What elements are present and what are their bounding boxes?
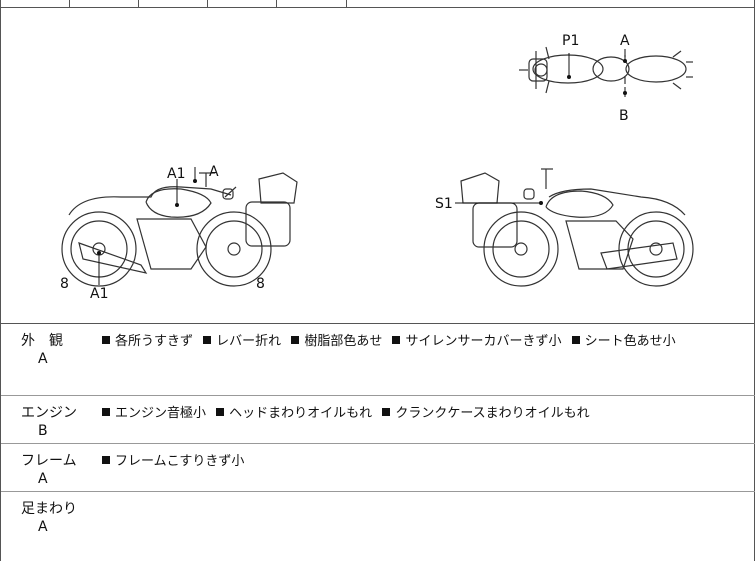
bullet-square-icon bbox=[571, 336, 580, 344]
note-item: シート色あせ小 bbox=[571, 334, 676, 349]
note-item: ヘッドまわりオイルもれ bbox=[216, 406, 372, 421]
category-label: 外 観 bbox=[21, 333, 63, 349]
label-a1-lower: A1 bbox=[90, 286, 108, 302]
category-label: エンジン bbox=[21, 405, 77, 421]
note-item: 樹脂部色あせ bbox=[291, 334, 382, 349]
bullet-square-icon bbox=[102, 408, 110, 416]
bullet-square-icon bbox=[291, 336, 300, 344]
header-table-row bbox=[1, 0, 755, 8]
label-8-front: 8 bbox=[60, 276, 69, 292]
label-a1-upper: A1 bbox=[167, 166, 185, 182]
section-suspension: 足まわり A bbox=[1, 492, 755, 561]
bullet-square-icon bbox=[382, 408, 391, 416]
grade-label: B bbox=[38, 423, 48, 439]
label-p1: P1 bbox=[562, 33, 579, 49]
bullet-square-icon bbox=[216, 408, 225, 416]
label-s1: S1 bbox=[435, 196, 453, 212]
grade-label: A bbox=[38, 471, 48, 487]
left-side-motorcycle bbox=[61, 172, 298, 287]
notes-list: エンジン音極小 ヘッドまわりオイルもれ クランクケースまわりオイルもれ bbox=[102, 402, 596, 421]
label-a-top: A bbox=[620, 33, 630, 49]
damage-diagram: P1 A B A1 A 8 A1 8 S1 bbox=[1, 7, 755, 324]
section-exterior: 外 観 A 各所うすきず レバー折れ 樹脂部色あせ サイレンサーカバーきず小 シ… bbox=[1, 324, 755, 396]
top-view-motorcycle bbox=[519, 46, 693, 94]
section-engine: エンジン B エンジン音極小 ヘッドまわりオイルもれ クランクケースまわりオイル… bbox=[1, 396, 755, 444]
grade-label: A bbox=[38, 351, 48, 367]
label-a-left: A bbox=[209, 164, 219, 180]
note-item: サイレンサーカバーきず小 bbox=[392, 334, 561, 349]
bullet-square-icon bbox=[102, 456, 110, 464]
motorcycle-diagram: P1 A B A1 A 8 A1 8 S1 bbox=[60, 33, 694, 302]
category-label: フレーム bbox=[21, 453, 77, 469]
category-label: 足まわり bbox=[21, 501, 77, 517]
note-item: 各所うすきず bbox=[102, 334, 193, 349]
bullet-square-icon bbox=[203, 336, 212, 344]
leader-lines bbox=[98, 49, 626, 285]
label-8-rear: 8 bbox=[256, 276, 265, 292]
notes-list: 各所うすきず レバー折れ 樹脂部色あせ サイレンサーカバーきず小 シート色あせ小 bbox=[102, 330, 682, 349]
section-frame: フレーム A フレームこすりきず小 bbox=[1, 444, 755, 492]
right-side-motorcycle bbox=[460, 168, 694, 287]
grade-label: A bbox=[38, 519, 48, 535]
label-b-top: B bbox=[619, 108, 629, 124]
bullet-square-icon bbox=[102, 336, 110, 344]
note-item: フレームこすりきず小 bbox=[102, 454, 244, 469]
bullet-square-icon bbox=[392, 336, 401, 344]
note-item: エンジン音極小 bbox=[102, 406, 206, 421]
notes-list: フレームこすりきず小 bbox=[102, 450, 250, 469]
note-item: クランクケースまわりオイルもれ bbox=[382, 406, 590, 421]
note-item: レバー折れ bbox=[203, 334, 281, 349]
